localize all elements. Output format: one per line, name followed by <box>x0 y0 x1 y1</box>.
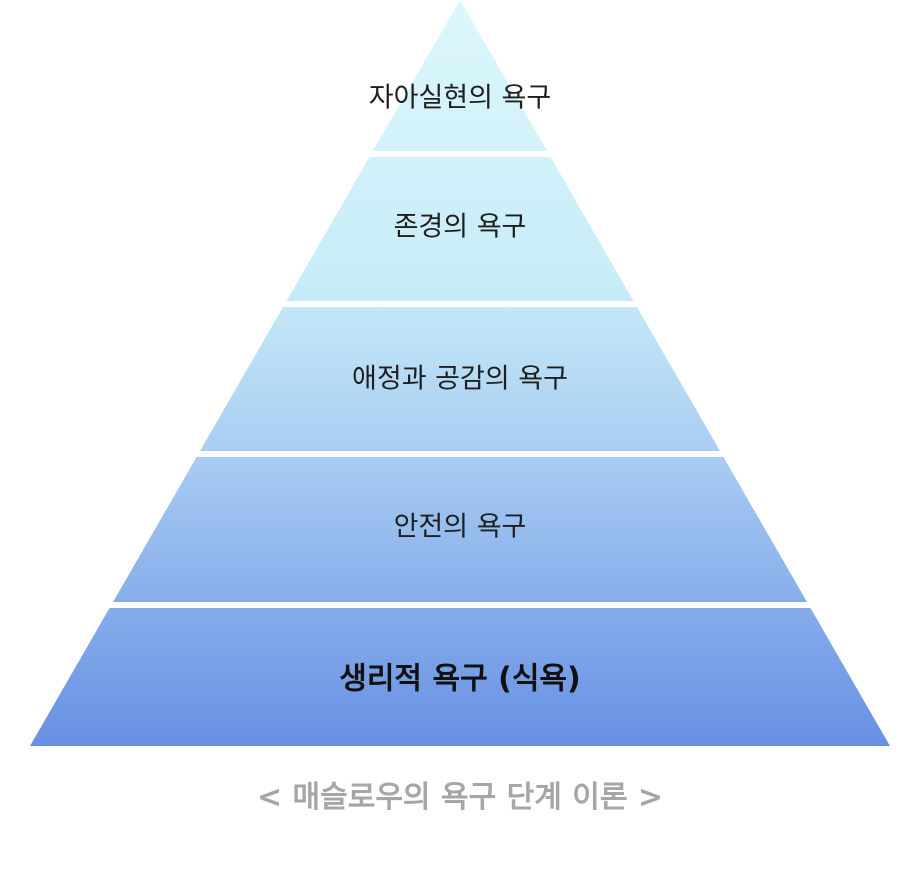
level-separator <box>0 451 920 457</box>
level-label-safety: 안전의 욕구 <box>394 512 527 543</box>
level-label-physiological: 생리적 욕구 (식욕) <box>339 662 581 697</box>
level-label-love-belonging: 애정과 공감의 욕구 <box>352 364 568 395</box>
level-separator <box>0 301 920 307</box>
level-separator <box>0 151 920 157</box>
diagram-caption: < 매슬로우의 욕구 단계 이론 > <box>256 780 664 815</box>
level-label-self-actualization: 자아실현의 욕구 <box>369 83 551 114</box>
level-separator <box>0 602 920 608</box>
pyramid-body <box>30 0 890 746</box>
level-label-esteem: 존경의 욕구 <box>394 212 527 243</box>
